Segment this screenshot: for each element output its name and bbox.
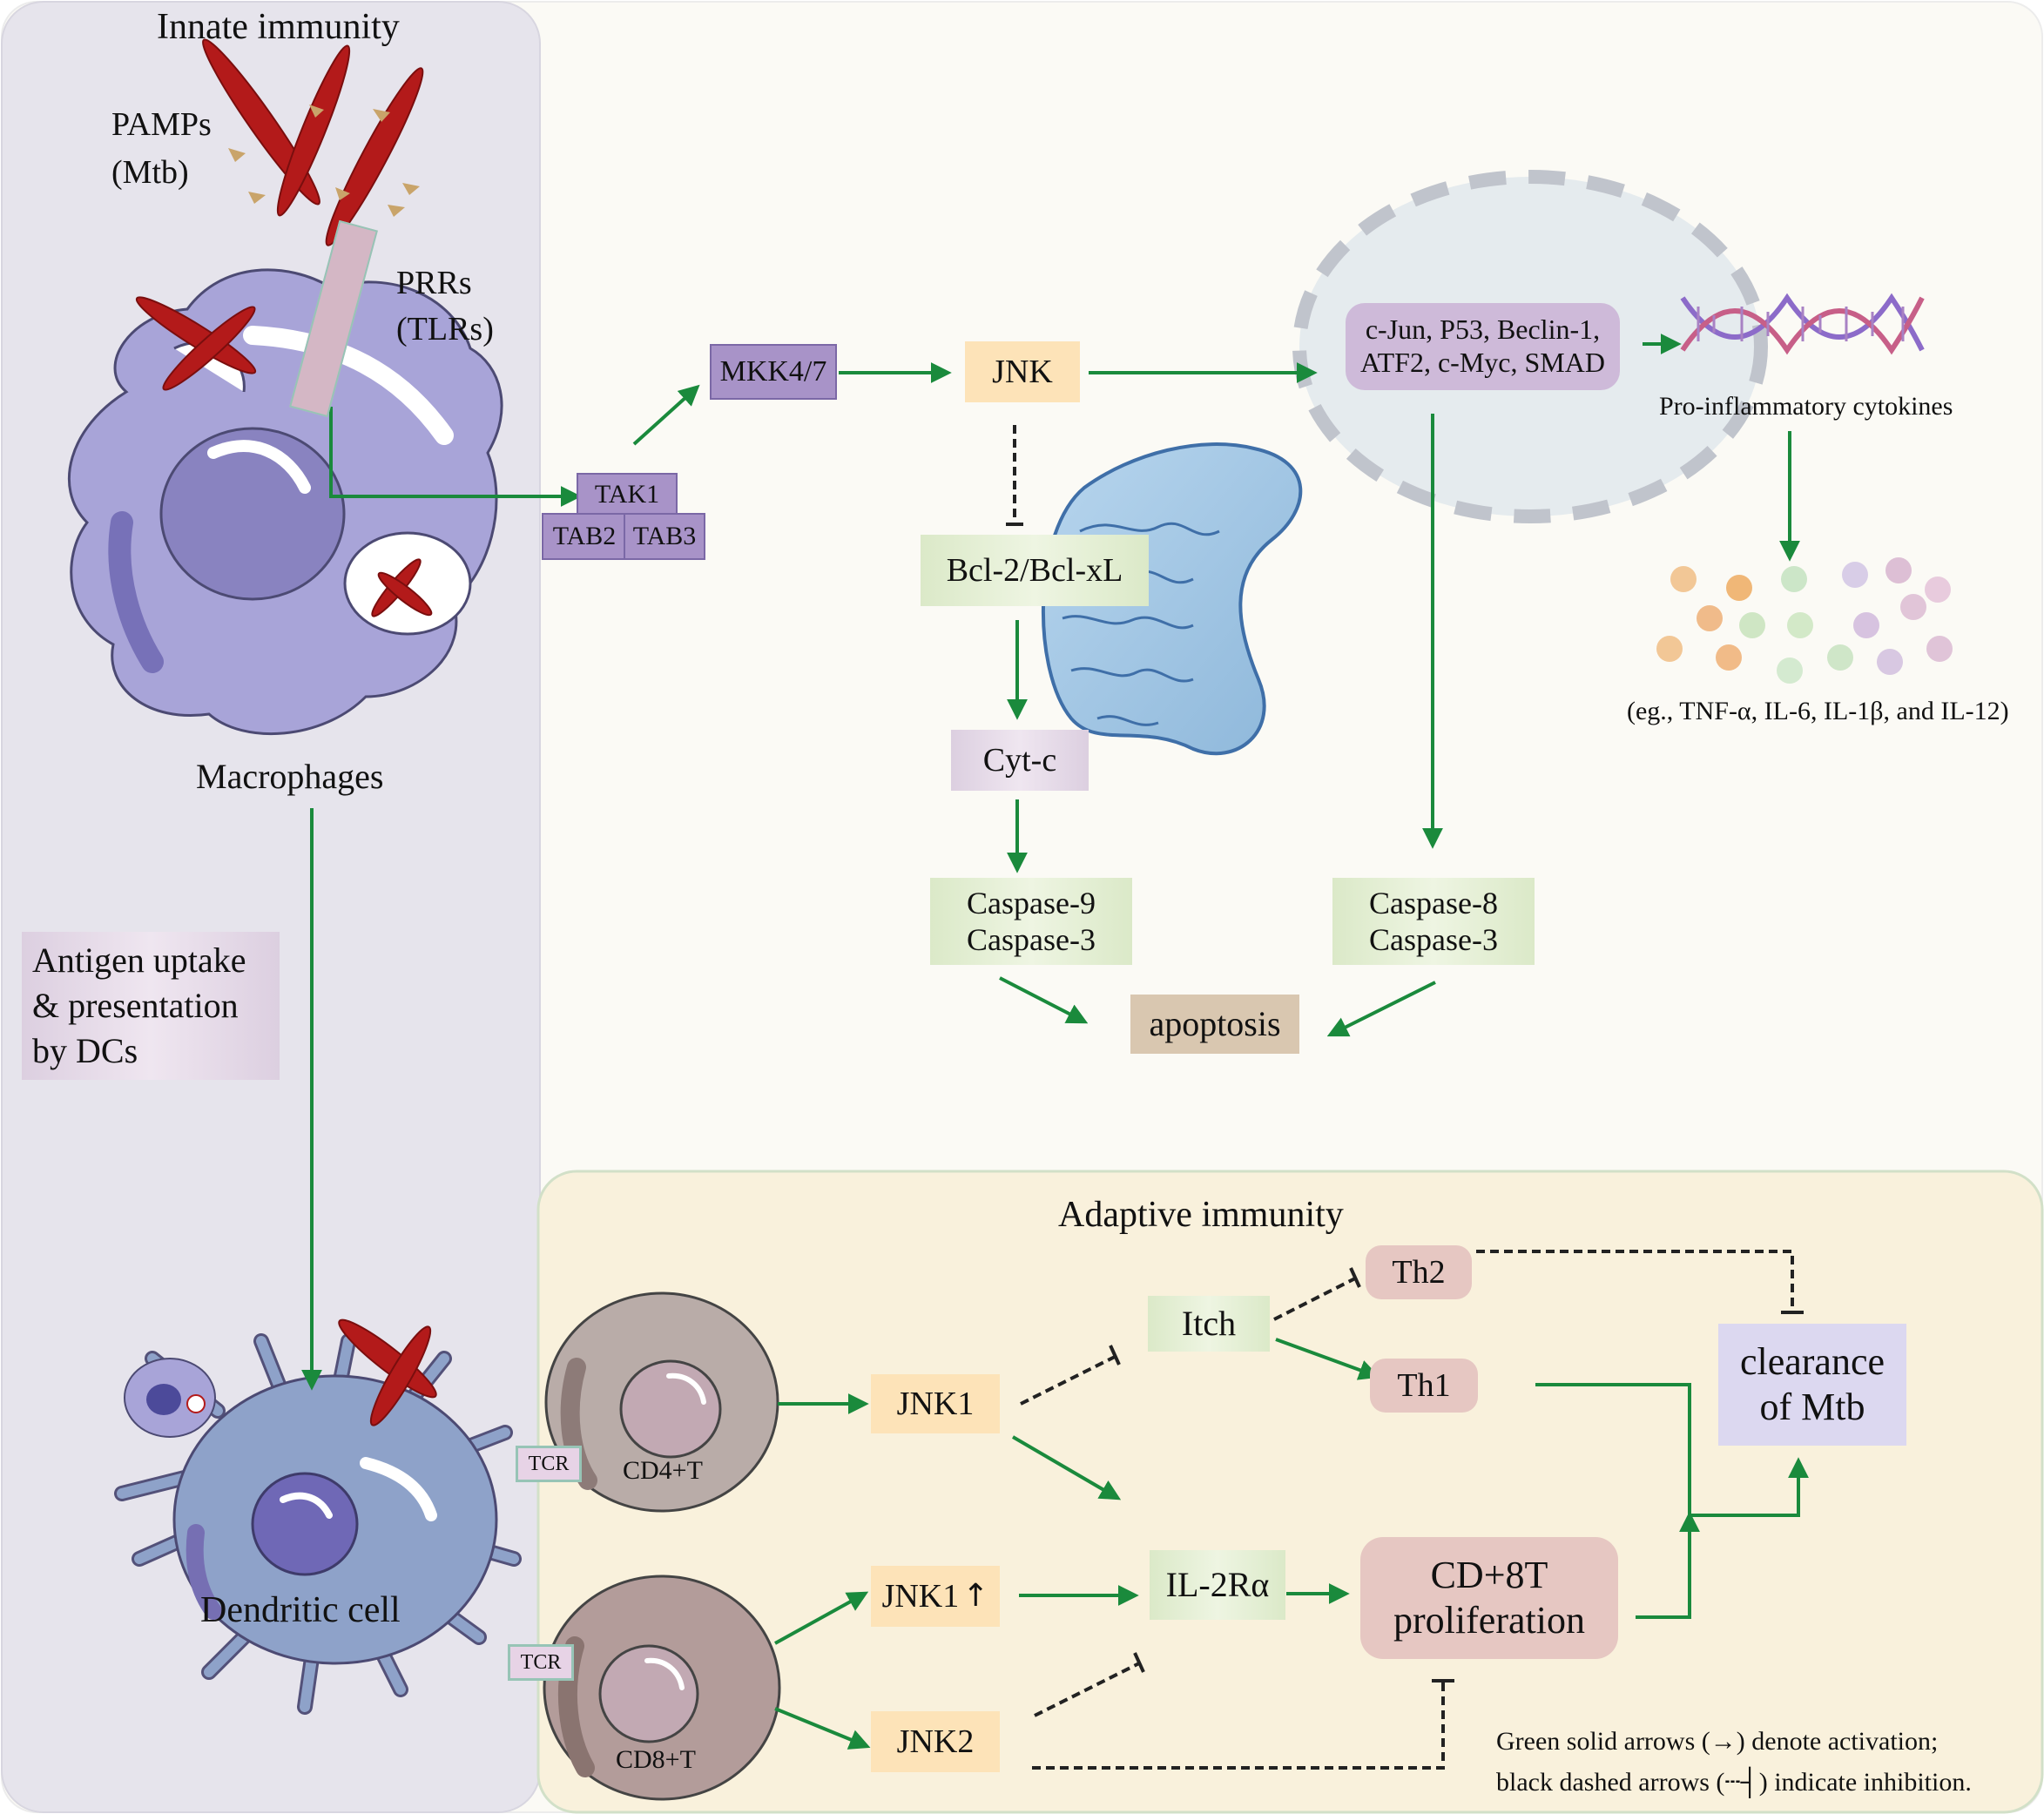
dc-mtb-icon: [338, 1318, 437, 1426]
jnk2-inhibits-il2ra: [1034, 1662, 1140, 1717]
tab3-box: TAB3: [624, 513, 705, 560]
activation-arrows: [301, 334, 1809, 1750]
caspase8-label: Caspase-8: [1369, 885, 1498, 920]
clearance-line-1: clearance: [1739, 1340, 1885, 1384]
mkk-box: MKK4/7: [710, 344, 837, 400]
bcl-box: Bcl-2/Bcl-xL: [921, 535, 1149, 606]
prrs-label: PRRs: [396, 265, 472, 301]
antigen-line-2: & presentation: [32, 986, 239, 1025]
up-arrow-icon: ↑: [962, 1577, 989, 1614]
jnk1-up-box: JNK1↑: [871, 1566, 1000, 1627]
jnk-box: JNK: [965, 341, 1080, 402]
th2-box: Th2: [1366, 1245, 1472, 1299]
tak1-to-mkk-arrow: [632, 384, 700, 446]
cd8prolif-to-clearance-arrow: [1636, 1511, 1700, 1619]
prr-to-tak1-arrow: [329, 407, 582, 507]
pamps-label: PAMPs: [111, 106, 212, 143]
apoptosis-box: apoptosis: [1130, 995, 1299, 1054]
caspase9-label: Caspase-9: [967, 885, 1096, 920]
casp9-to-apoptosis-arrow: [999, 976, 1089, 1024]
prrs-type-label: (TLRs): [396, 311, 494, 347]
macrophages-label: Macrophages: [196, 757, 384, 796]
jnk1-to-il2ra-arrow: [1011, 1435, 1122, 1500]
jnk2-inhibits-cd8prolif: [1032, 1683, 1445, 1770]
tf-line-1: c-Jun, P53, Beclin-1,: [1365, 314, 1601, 346]
mtb-bacilli-icon: [202, 38, 424, 246]
cd4-t-cell-icon: [544, 1291, 779, 1513]
antigen-presentation-box: Antigen uptake & presentation by DCs: [22, 932, 280, 1080]
cd8-label: CD8+T: [616, 1745, 696, 1774]
th2-inhibits-clearance: [1476, 1250, 1794, 1311]
pamp-particles-icon: [228, 105, 420, 217]
engulfed-mtb-icon: [135, 296, 433, 617]
clearance-line-2: of Mtb: [1759, 1386, 1865, 1428]
proinflammatory-label: Pro-inflammatory cytokines: [1659, 392, 1953, 421]
transcription-factors-box: c-Jun, P53, Beclin-1, ATF2, c-Myc, SMAD: [1346, 303, 1620, 390]
legend-inhibition: black dashed arrows (┄┤) indicate inhibi…: [1496, 1768, 1972, 1797]
tak1-box: TAK1: [577, 473, 678, 516]
cytc-box: Cyt-c: [951, 730, 1089, 791]
cd4-label: CD4+T: [623, 1456, 703, 1485]
caspase3-label-a: Caspase-3: [967, 922, 1096, 957]
cd8-proliferation-line-2: proliferation: [1393, 1599, 1585, 1642]
cd8-t-cell-icon: [543, 1575, 781, 1801]
caspase9-box: Caspase-9 Caspase-3: [930, 878, 1132, 965]
tf-line-2: ATF2, c-Myc, SMAD: [1360, 347, 1605, 378]
jnk2-box: JNK2: [871, 1711, 1000, 1772]
caspase3-label-b: Caspase-3: [1369, 922, 1498, 957]
adaptive-title: Adaptive immunity: [1058, 1195, 1344, 1235]
dendritic-cell-icon: [114, 1333, 522, 1715]
cd8-to-jnk1up-arrow: [774, 1591, 869, 1645]
clearance-box: clearance of Mtb: [1718, 1324, 1906, 1446]
itch-to-th1-arrow: [1275, 1338, 1380, 1380]
cytokines-icon: [1656, 557, 1953, 684]
innate-title: Innate immunity: [157, 7, 400, 47]
tcr-cd4: TCR: [516, 1446, 582, 1482]
dna-icon: [1680, 293, 1925, 355]
cd8-proliferation-box: CD+8T proliferation: [1360, 1537, 1618, 1659]
caspase8-box: Caspase-8 Caspase-3: [1332, 878, 1535, 965]
cd8-to-jnk2-arrow: [774, 1707, 871, 1750]
jnk1-inhibits-itch: [1020, 1355, 1116, 1406]
macrophage-icon: [67, 268, 503, 735]
inhibition-arrows: [1006, 425, 1804, 1770]
tcr-cd8: TCR: [508, 1644, 574, 1681]
tab2-box: TAB2: [542, 513, 627, 560]
dendritic-cell-label: Dendritic cell: [200, 1590, 401, 1630]
casp8-to-apoptosis-arrow: [1326, 981, 1436, 1037]
antigen-line-1: Antigen uptake: [32, 941, 246, 980]
adaptive-panel: [536, 1170, 2044, 1814]
cytokines-example-label: (eg., TNF-α, IL-6, IL-1β, and IL-12): [1627, 697, 2009, 725]
pamps-source-label: (Mtb): [111, 154, 189, 191]
jnk1-box: JNK1: [871, 1374, 1000, 1433]
antigen-line-3: by DCs: [32, 1031, 138, 1070]
jnk1-up-label: JNK1: [881, 1577, 960, 1615]
itch-box: Itch: [1148, 1296, 1270, 1352]
itch-inhibits-th2: [1273, 1277, 1356, 1321]
th1-box: Th1: [1370, 1359, 1478, 1413]
cd8-proliferation-line-1: CD+8T: [1430, 1554, 1548, 1597]
legend-activation: Green solid arrows (→) denote activation…: [1496, 1727, 1939, 1756]
il2ra-box: IL-2Rα: [1150, 1550, 1285, 1620]
